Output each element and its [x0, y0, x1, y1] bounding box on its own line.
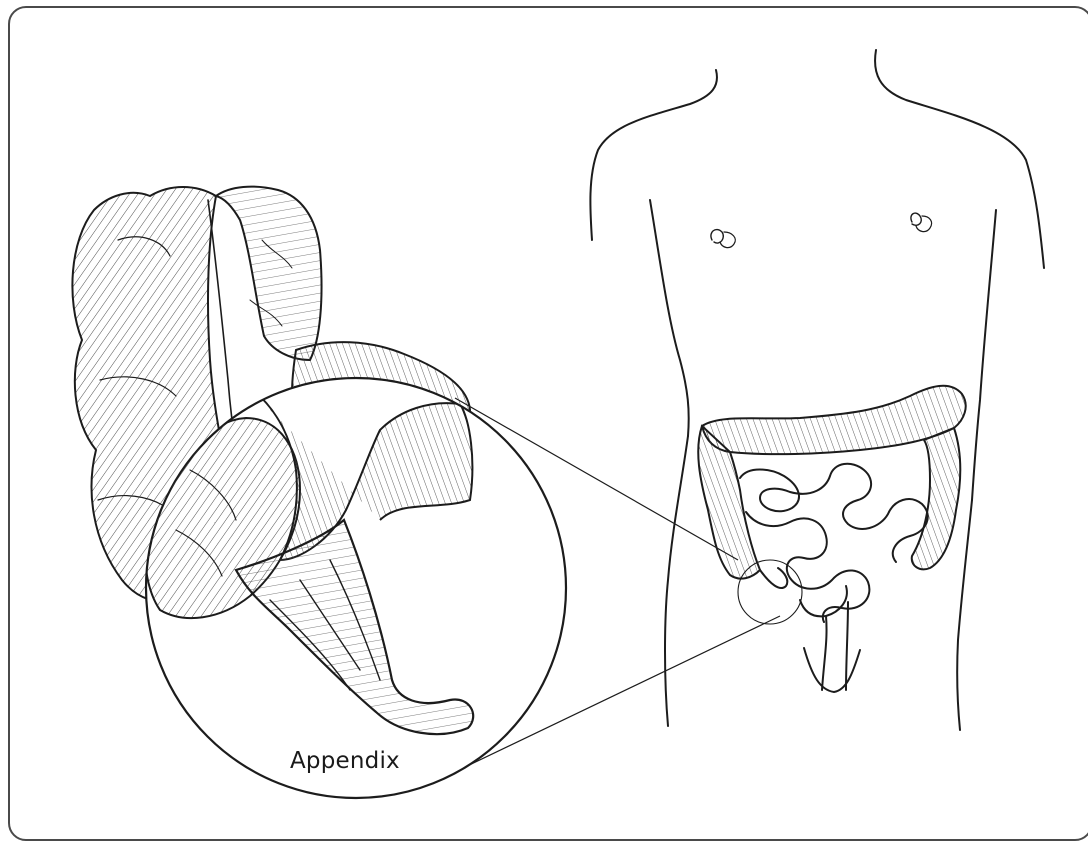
- appendix-label: Appendix: [290, 748, 430, 774]
- nipple-right-icon: [911, 213, 932, 232]
- torso-outline: [590, 50, 1044, 730]
- nipple-left-icon: [711, 230, 735, 248]
- small-intestine: [740, 464, 928, 692]
- magnified-view: [145, 378, 566, 798]
- locator-circle: [738, 560, 802, 624]
- large-intestine: [698, 386, 965, 588]
